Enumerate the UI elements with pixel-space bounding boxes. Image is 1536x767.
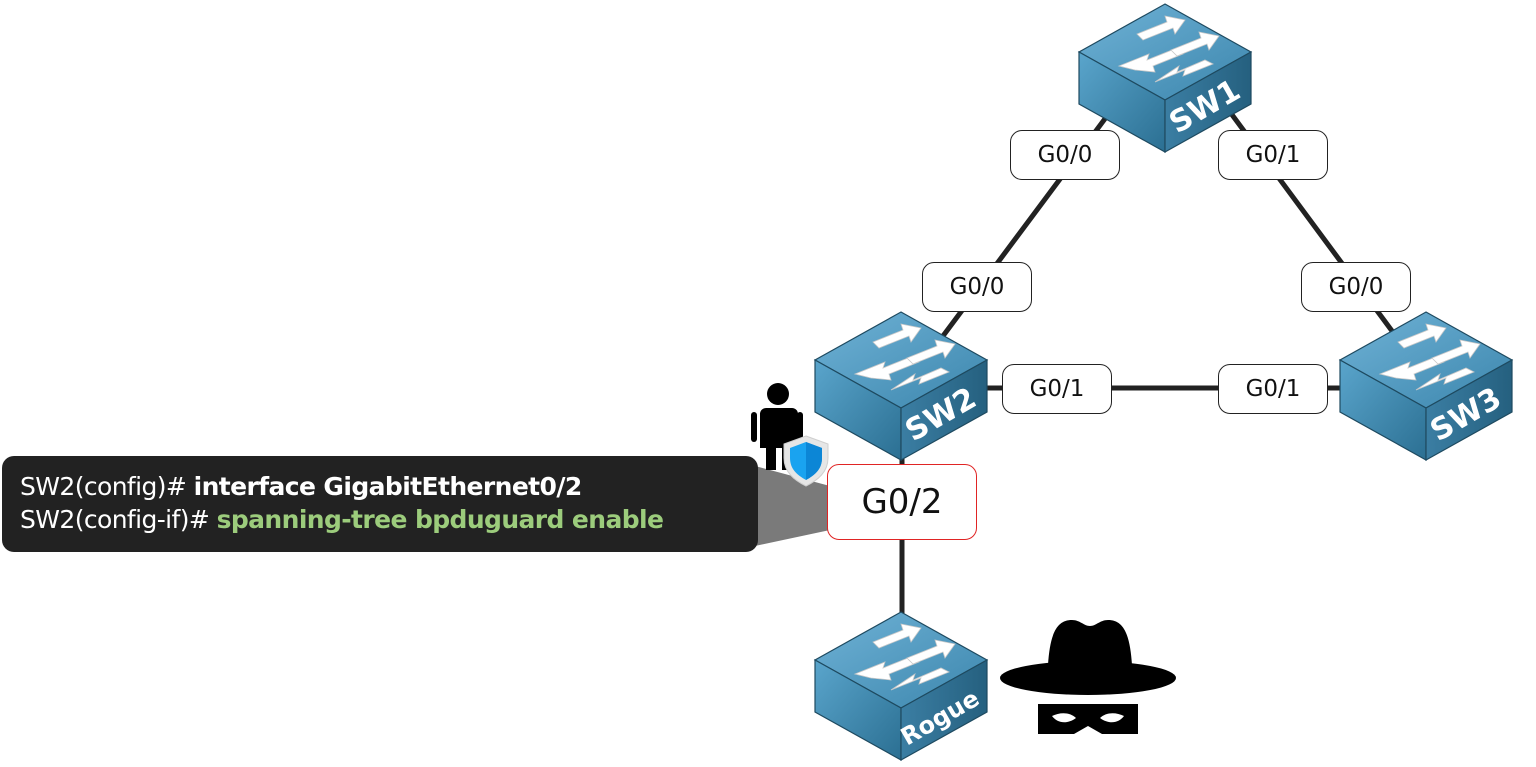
switch-sw2[interactable]: SW2 [814, 311, 988, 461]
port-label-sw1-g0-1: G0/1 [1218, 130, 1328, 180]
port-label-sw3-g0-0: G0/0 [1301, 262, 1411, 312]
cli-command-2: spanning-tree bpduguard enable [216, 505, 664, 534]
switch-rogue[interactable]: Rogue [814, 611, 988, 761]
switch-sw3[interactable]: SW3 [1339, 311, 1513, 461]
port-label-sw2-g0-2-highlighted: G0/2 [827, 464, 977, 540]
cli-command-1: interface GigabitEthernet0/2 [193, 472, 583, 501]
cli-prompt-1: SW2(config)# [20, 472, 194, 501]
cli-callout: SW2(config)# interface GigabitEthernet0/… [2, 456, 758, 552]
cli-prompt-2: SW2(config-if)# [20, 505, 217, 534]
callout-pointer [755, 466, 830, 546]
cli-line-2: SW2(config-if)# spanning-tree bpduguard … [20, 503, 758, 536]
hacker-hat-mask-icon [1000, 620, 1176, 734]
port-label-sw1-g0-0: G0/0 [1010, 130, 1120, 180]
port-label-sw2-g0-0: G0/0 [922, 262, 1032, 312]
port-label-sw3-g0-1: G0/1 [1218, 364, 1328, 414]
cli-line-1: SW2(config)# interface GigabitEthernet0/… [20, 470, 758, 503]
port-label-sw2-g0-1: G0/1 [1002, 364, 1112, 414]
shield-icon [783, 435, 829, 487]
